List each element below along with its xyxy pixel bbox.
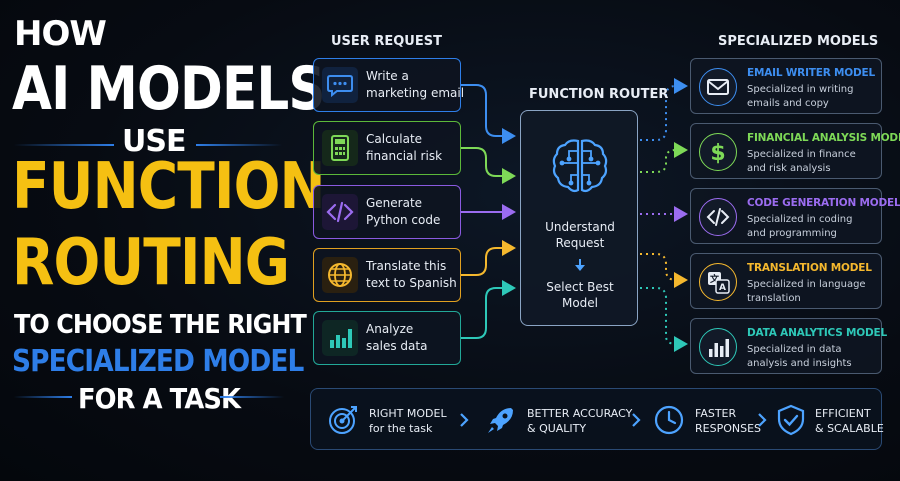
link-translate-request	[461, 240, 516, 276]
bar-chart-icon	[322, 320, 358, 356]
divider-bottom-left	[14, 396, 72, 398]
calculator-icon	[322, 130, 358, 166]
benefit-efficient: EFFICIENT& SCALABLE	[815, 407, 884, 435]
divider-bottom-right	[220, 396, 284, 398]
link-data-request	[461, 280, 516, 339]
benefit-better-accuracy: BETTER ACCURACY& QUALITY	[527, 407, 633, 435]
specialized-models-heading: SPECIALIZED MODELS	[718, 34, 879, 49]
link-email-request	[461, 84, 516, 144]
model-card-data[interactable]: DATA ANALYTICS MODEL Specialized in data…	[690, 318, 887, 374]
title-line-routing: ROUTING	[12, 226, 290, 300]
title-line-use: USE	[122, 124, 186, 159]
chevron-right-icon	[457, 411, 471, 429]
title-line-function: FUNCTION	[12, 150, 326, 224]
link-email-model	[640, 78, 688, 141]
title-line-to-choose: TO CHOOSE THE RIGHT	[14, 310, 307, 340]
analytics-icon	[699, 328, 737, 366]
model-title: CODE GENERATION MODEL	[747, 197, 900, 209]
model-title: FINANCIAL ANALYSIS MODEL	[747, 132, 900, 144]
divider-right	[196, 144, 282, 146]
title-line-how: HOW	[14, 14, 107, 54]
link-finance-model	[640, 142, 688, 173]
code-icon	[699, 198, 737, 236]
chevron-right-icon	[629, 411, 643, 429]
function-router-heading: FUNCTION ROUTER	[529, 87, 669, 102]
globe-icon	[322, 257, 358, 293]
svg-text:$: $	[710, 141, 725, 166]
divider-left	[14, 144, 114, 146]
link-translate-model	[640, 253, 688, 288]
dollar-icon: $	[699, 133, 737, 171]
chat-bubble-icon	[322, 67, 358, 103]
title-line-ai-models: AI MODELS	[12, 54, 326, 124]
user-request-heading: USER REQUEST	[331, 34, 442, 49]
model-card-code[interactable]: CODE GENERATION MODEL Specialized in cod…	[690, 188, 900, 244]
model-title: EMAIL WRITER MODEL	[747, 67, 876, 79]
rocket-icon	[483, 402, 519, 438]
shield-check-icon	[773, 402, 809, 438]
envelope-icon	[699, 68, 737, 106]
model-card-email[interactable]: EMAIL WRITER MODEL Specialized in writin…	[690, 58, 882, 114]
brain-circuit-icon	[547, 133, 613, 199]
chevron-right-icon	[755, 411, 769, 429]
model-card-finance[interactable]: $ FINANCIAL ANALYSIS MODEL Specialized i…	[690, 123, 900, 179]
svg-text:文: 文	[709, 273, 720, 285]
target-icon	[325, 402, 361, 438]
title-line-specialized: SPECIALIZED MODEL	[12, 344, 304, 379]
link-data-model	[640, 287, 688, 352]
title-block: HOW AI MODELS USE FUNCTION ROUTING TO CH…	[0, 0, 326, 481]
model-title: DATA ANALYTICS MODEL	[747, 327, 887, 339]
arrow-down-icon	[573, 257, 587, 271]
svg-text:A: A	[719, 283, 726, 293]
title-line-for-a-task: FOR A TASK	[78, 382, 241, 415]
link-finance-request	[461, 147, 516, 184]
model-title: TRANSLATION MODEL	[747, 262, 872, 274]
clock-icon	[651, 402, 687, 438]
code-brackets-icon	[322, 194, 358, 230]
